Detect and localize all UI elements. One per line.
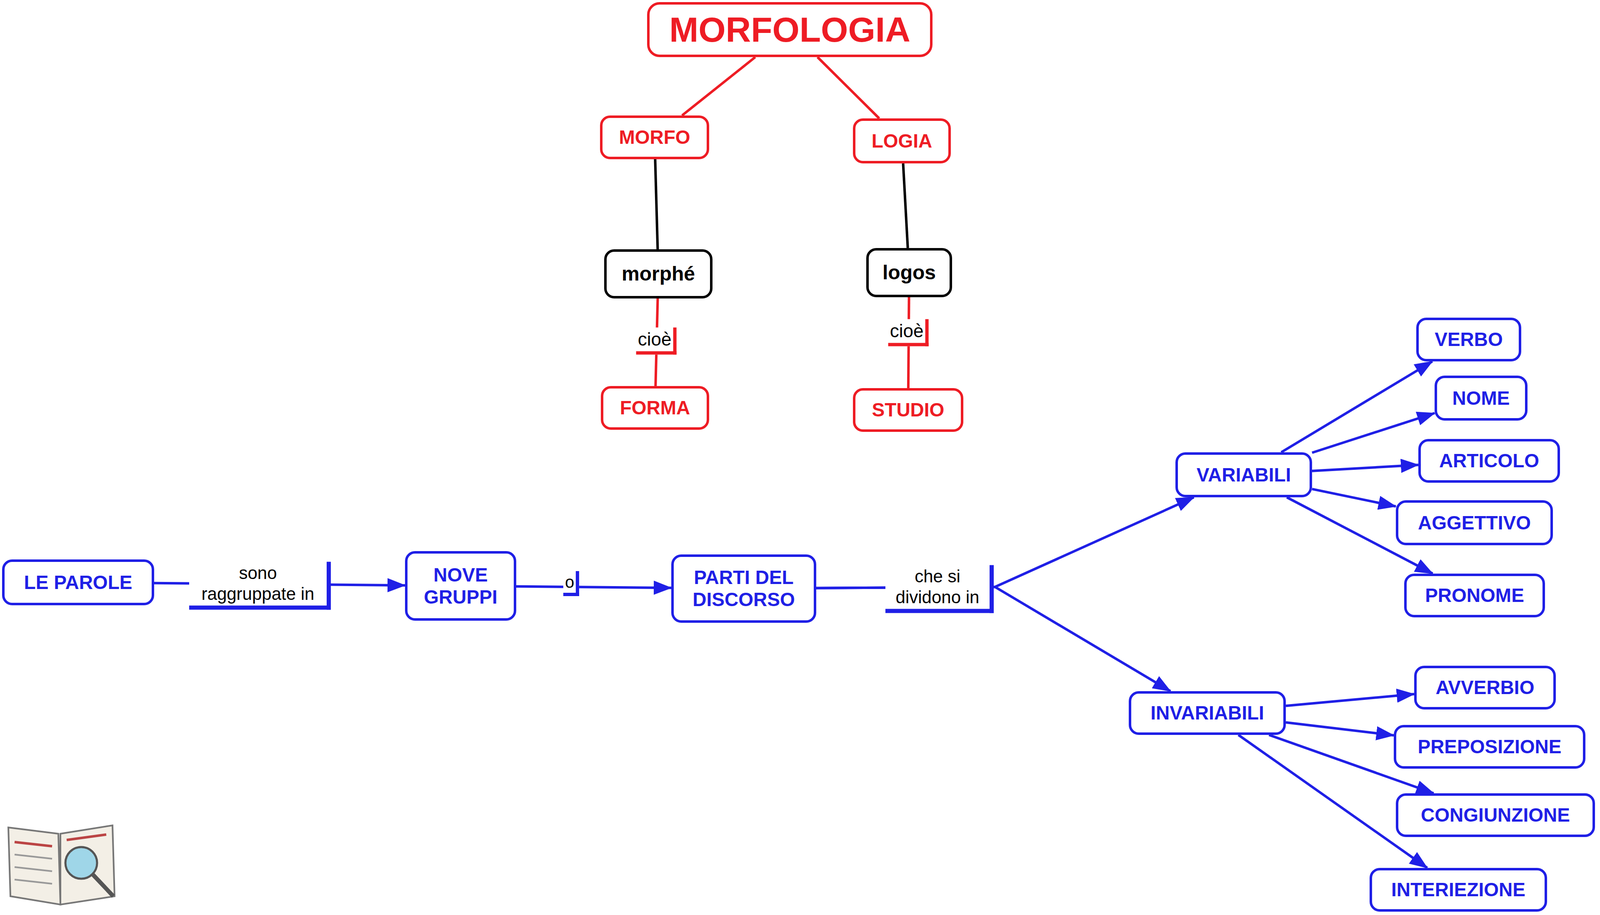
concept-text: NOME	[1452, 387, 1510, 410]
concept-text: INVARIABILI	[1150, 701, 1265, 724]
concept-text: ARTICOLO	[1439, 449, 1540, 472]
link-label: sono raggruppate in	[189, 561, 331, 610]
concept-box: logos	[866, 247, 953, 298]
concept-box: VARIABILI	[1175, 452, 1313, 498]
connector-line	[1285, 693, 1415, 706]
link-label: cioè	[636, 327, 677, 355]
connector-line	[682, 57, 756, 116]
concept-text: AVVERBIO	[1435, 676, 1535, 699]
concept-text: AGGETTIVO	[1417, 511, 1531, 534]
concept-box: MORFOLOGIA	[647, 2, 933, 58]
concept-text: CONGIUNZIONE	[1420, 803, 1570, 826]
connector-line	[816, 497, 1194, 588]
concept-box: PREPOSIZIONE	[1393, 724, 1586, 769]
concept-box: LOGIA	[852, 118, 951, 164]
concept-box: NOME	[1434, 375, 1528, 421]
connector-line	[817, 57, 880, 119]
concept-box: VERBO	[1416, 317, 1522, 362]
concept-box: ARTICOLO	[1418, 438, 1560, 483]
concept-box: PARTI DEL DISCORSO	[671, 554, 817, 623]
concept-box: AVVERBIO	[1414, 665, 1556, 710]
concept-text: VARIABILI	[1196, 463, 1292, 486]
concept-text: NOVE GRUPPI	[410, 563, 512, 608]
concept-box: LE PAROLE	[2, 559, 155, 605]
concept-box: AGGETTIVO	[1395, 500, 1553, 545]
concept-text: VERBO	[1434, 328, 1503, 351]
book-icon	[8, 825, 115, 905]
concept-box: INVARIABILI	[1128, 690, 1286, 735]
concept-text: MORFO	[618, 126, 690, 149]
concept-text: FORMA	[620, 396, 691, 419]
connector-line	[1312, 412, 1435, 453]
connector-line	[903, 163, 908, 248]
concept-box: INTERIEZIONE	[1369, 867, 1548, 912]
concept-box: CONGIUNZIONE	[1395, 792, 1595, 837]
connector-line	[655, 159, 658, 250]
concept-text: STUDIO	[872, 398, 945, 421]
concept-box: morphé	[604, 249, 713, 299]
connector-line	[1285, 722, 1394, 735]
connector-line	[1312, 464, 1419, 471]
concept-text: INTERIEZIONE	[1391, 878, 1526, 901]
concept-text: morphé	[621, 262, 695, 285]
link-label: cioè	[888, 319, 929, 347]
concept-text: LE PAROLE	[24, 571, 133, 594]
concept-box: STUDIO	[852, 387, 964, 432]
concept-text: LOGIA	[871, 130, 933, 153]
concept-text: MORFOLOGIA	[669, 9, 911, 50]
concept-box: NOVE GRUPPI	[405, 550, 517, 621]
link-label: o	[563, 570, 580, 596]
concept-text: PRONOME	[1425, 584, 1525, 607]
concept-box: FORMA	[600, 385, 710, 430]
concept-text: PREPOSIZIONE	[1417, 735, 1562, 758]
link-label: che si dividono in	[885, 565, 994, 613]
connector-line	[516, 586, 672, 588]
concept-text: PARTI DEL DISCORSO	[676, 566, 812, 611]
concept-box: PRONOME	[1404, 573, 1545, 618]
connector-line	[1312, 488, 1396, 507]
concept-box: MORFO	[600, 115, 710, 160]
concept-text: logos	[882, 260, 936, 284]
